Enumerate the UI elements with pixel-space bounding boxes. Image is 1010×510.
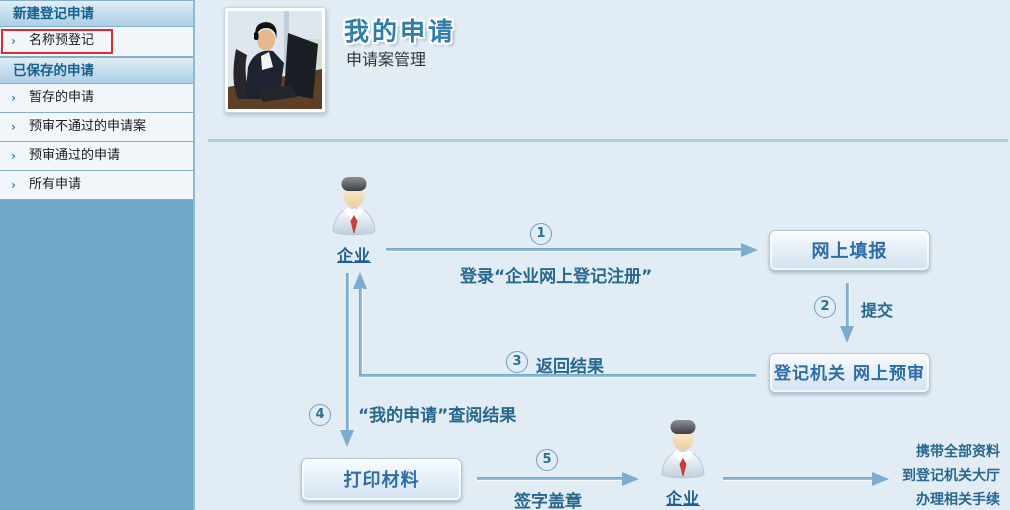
- registration-authority-preaudit-button[interactable]: 登记机关 网上预审: [769, 353, 930, 393]
- sidebar-item-temp-saved[interactable]: › 暂存的申请: [0, 84, 193, 113]
- arrowhead-up-step3: [353, 272, 367, 289]
- flow-line-step2: [846, 283, 849, 327]
- final-note-line: 到登记机关大厅: [902, 468, 1000, 484]
- flow-line-step1: [386, 248, 742, 251]
- header-divider: [208, 139, 1008, 142]
- final-note-line: 携带全部资料: [916, 444, 1000, 460]
- page-title: 我的申请: [344, 17, 457, 46]
- step2-label: 提交: [861, 301, 894, 320]
- sidebar-section-new-registration: 新建登记申请: [0, 0, 193, 27]
- step3-number-badge: 3: [506, 351, 528, 373]
- flow-line-final: [723, 477, 873, 480]
- sidebar-item-name-preregistration[interactable]: › 名称预登记: [0, 27, 193, 57]
- arrowhead-down-step4: [340, 430, 354, 447]
- step4-label: “我的申请”查阅结果: [358, 406, 517, 426]
- arrowhead-right-step1: [741, 243, 758, 257]
- sidebar-item-label: 预审不通过的申请案: [29, 119, 147, 134]
- office-woman-illustration: [228, 11, 322, 109]
- chevron-right-icon: ›: [11, 91, 16, 105]
- flow-line-step4: [346, 273, 349, 431]
- sidebar: 新建登记申请 › 名称预登记 已保存的申请 › 暂存的申请 › 预审不通过的申请…: [0, 0, 195, 510]
- step5-number-badge: 5: [536, 449, 558, 471]
- chevron-right-icon: ›: [11, 120, 16, 134]
- sidebar-item-label: 预审通过的申请: [29, 148, 121, 163]
- flow-line-step3-vertical: [359, 288, 362, 377]
- enterprise-label-top: 企业: [336, 246, 371, 265]
- highlight-red-box: [1, 29, 113, 54]
- enterprise-label-bottom: 企业: [665, 489, 700, 508]
- sidebar-item-label: 所有申请: [29, 177, 82, 192]
- sidebar-section-saved-applications: 已保存的申请: [0, 57, 193, 84]
- chevron-right-icon: ›: [11, 178, 16, 192]
- sidebar-item-label: 暂存的申请: [29, 90, 95, 105]
- final-note-line: 办理相关手续: [916, 492, 1000, 508]
- flow-line-step3-horizontal: [359, 374, 756, 377]
- sidebar-item-all-applications[interactable]: › 所有申请: [0, 171, 193, 200]
- step1-label: 登录“企业网上登记注册”: [460, 267, 653, 287]
- flow-line-step5: [477, 477, 623, 480]
- enterprise-actor-top: 企业: [326, 174, 382, 266]
- business-person-icon: [661, 420, 705, 479]
- step1-number-badge: 1: [530, 223, 552, 245]
- step2-number-badge: 2: [814, 296, 836, 318]
- print-materials-button[interactable]: 打印材料: [301, 458, 462, 501]
- enterprise-actor-bottom: 企业: [655, 417, 711, 509]
- sidebar-item-preaudit-failed[interactable]: › 预审不通过的申请案: [0, 113, 193, 142]
- online-fill-button[interactable]: 网上填报: [769, 230, 930, 271]
- arrowhead-down-step2: [840, 326, 854, 343]
- office-woman-photo: [224, 7, 326, 113]
- arrowhead-right-step5: [622, 472, 639, 486]
- business-person-icon: [332, 177, 376, 236]
- arrowhead-right-final: [872, 472, 889, 486]
- page-subtitle: 申请案管理: [346, 50, 427, 69]
- sidebar-item-label: 名称预登记: [29, 33, 95, 48]
- step5-label: 签字盖章: [514, 492, 582, 510]
- final-note: 携带全部资料 到登记机关大厅 办理相关手续: [902, 440, 1000, 510]
- chevron-right-icon: ›: [11, 34, 16, 48]
- step4-number-badge: 4: [309, 404, 331, 426]
- chevron-right-icon: ›: [11, 149, 16, 163]
- step3-label: 返回结果: [536, 357, 604, 377]
- sidebar-item-preaudit-passed[interactable]: › 预审通过的申请: [0, 142, 193, 171]
